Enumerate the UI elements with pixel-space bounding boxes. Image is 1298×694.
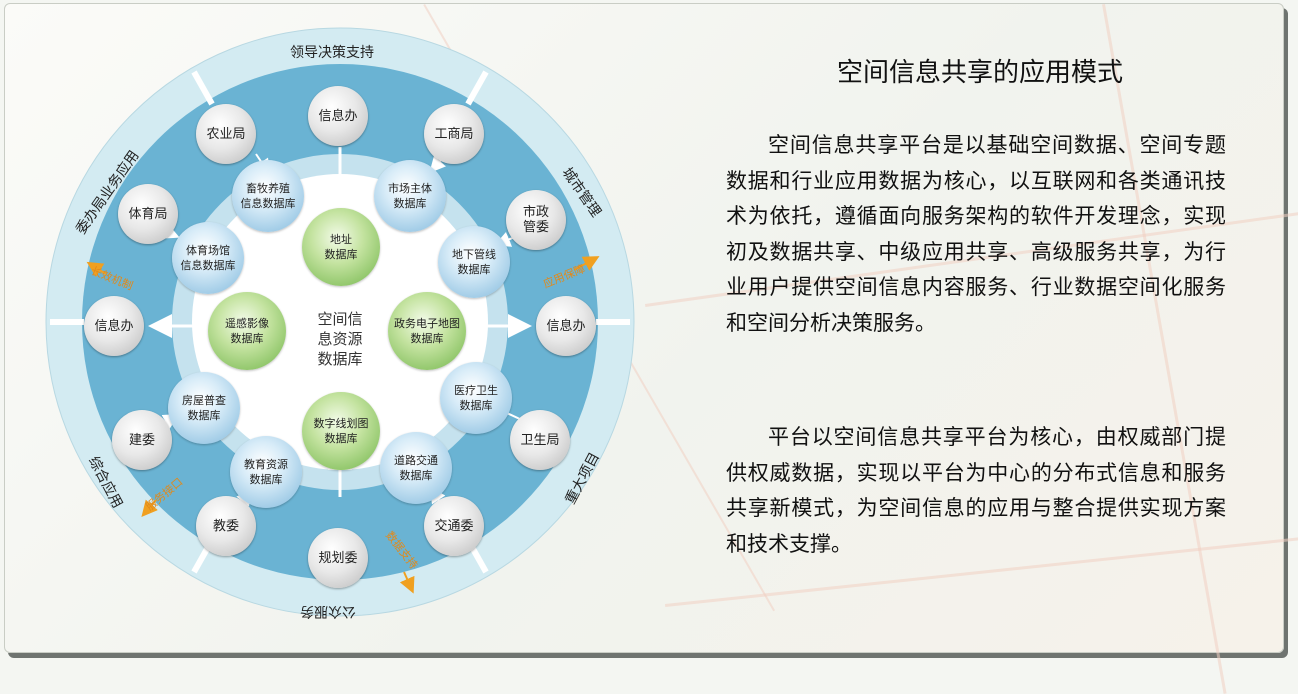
node-stadium-database: 体育场馆 信息数据库 xyxy=(172,222,244,294)
node-education-resource-database: 教育资源 数据库 xyxy=(230,436,302,508)
node-traffic-committee: 交通委 xyxy=(424,496,484,556)
ring-background xyxy=(45,27,635,617)
node-livestock-database: 畜牧养殖 信息数据库 xyxy=(232,160,304,232)
node-gov-emap-database: 政务电子地图 数据库 xyxy=(388,292,466,370)
node-agriculture-bureau: 农业局 xyxy=(196,104,256,164)
paragraph-2: 平台以空间信息共享平台为核心，由权威部门提供权威数据，实现以平台为中心的分布式信… xyxy=(726,425,1226,556)
node-medical-database: 医疗卫生 数据库 xyxy=(440,362,512,434)
page-title: 空间信息共享的应用模式 xyxy=(836,58,1123,88)
node-housing-database: 房屋普查 数据库 xyxy=(168,372,240,444)
node-remote-sensing-database: 遥感影像 数据库 xyxy=(208,292,286,370)
node-sports-bureau: 体育局 xyxy=(118,184,178,244)
node-info-office-right: 信息办 xyxy=(536,296,596,356)
node-info-office-left: 信息办 xyxy=(84,296,144,356)
node-market-database: 市场主体 数据库 xyxy=(374,160,446,232)
map-background-line xyxy=(1102,4,1227,694)
node-construction-committee: 建委 xyxy=(112,410,172,470)
node-pipeline-database: 地下管线 数据库 xyxy=(438,226,510,298)
node-planning-committee: 规划委 xyxy=(308,528,368,588)
node-road-traffic-database: 道路交通 数据库 xyxy=(380,432,452,504)
center-database-label: 空间信 息资源 数据库 xyxy=(317,310,363,368)
ring-label-bottom: 公众服务 xyxy=(300,603,356,619)
node-commerce-bureau: 工商局 xyxy=(424,104,484,164)
paragraph-1: 空间信息共享平台是以基础空间数据、空间专题数据和行业应用数据为核心，以互联网和各… xyxy=(726,133,1226,335)
node-line-map-database: 数字线划图 数据库 xyxy=(302,392,380,470)
ring-label-top: 领导决策支持 xyxy=(290,45,374,61)
node-municipal-committee: 市政 管委 xyxy=(506,190,566,250)
node-health-bureau: 卫生局 xyxy=(510,410,570,470)
node-education-committee: 教委 xyxy=(196,496,256,556)
node-address-database: 地址 数据库 xyxy=(302,208,380,286)
node-info-office-top: 信息办 xyxy=(308,86,368,146)
sharing-mode-diagram: 领导决策支持 委办局业务应用 城市管理 综合应用 重大项目 公众服务 长效机制 … xyxy=(44,12,636,632)
